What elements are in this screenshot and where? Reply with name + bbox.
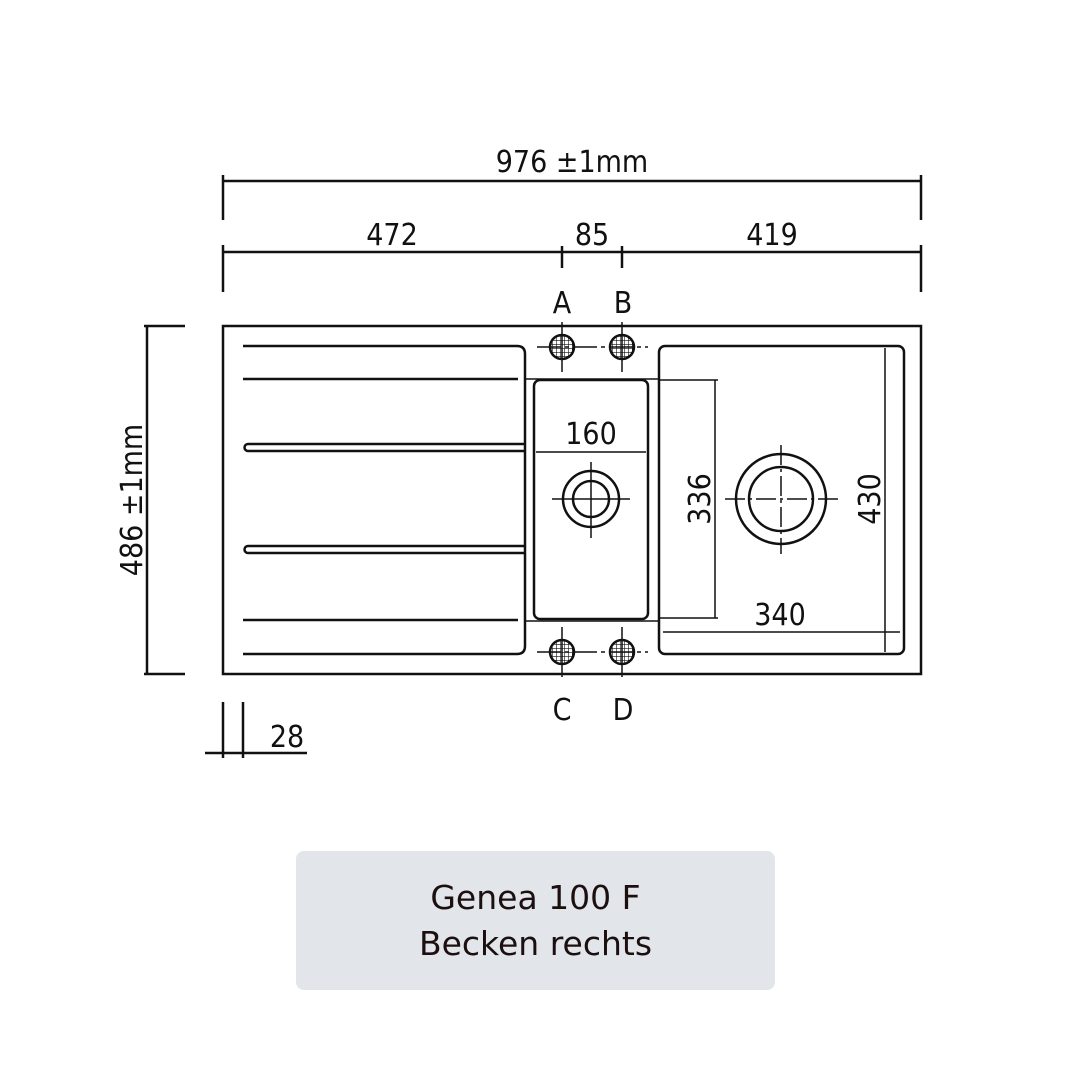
overall-depth-label: 486 ±1mm bbox=[115, 424, 150, 576]
bowl-depth-dimension bbox=[660, 379, 718, 619]
tap-hole-a-label: A bbox=[553, 286, 572, 321]
product-caption: Genea 100 F Becken rechts bbox=[296, 851, 775, 990]
segment-left-label: 472 bbox=[366, 218, 418, 253]
bowl-depth-label: 336 bbox=[683, 473, 718, 525]
main-bowl-depth-label: 430 bbox=[853, 473, 888, 525]
segment-middle-label: 85 bbox=[575, 218, 609, 253]
thickness-dimension bbox=[205, 702, 307, 758]
thickness-label: 28 bbox=[270, 720, 304, 755]
depth-dimension bbox=[144, 324, 185, 676]
main-bowl-width-label: 340 bbox=[754, 598, 806, 633]
product-name: Genea 100 F bbox=[430, 877, 641, 917]
small-bowl bbox=[526, 378, 660, 622]
tap-hole-d-label: D bbox=[613, 693, 634, 728]
product-variant: Becken rechts bbox=[418, 923, 653, 963]
segment-dimension bbox=[221, 245, 923, 292]
small-bowl-width-label: 160 bbox=[565, 417, 617, 452]
main-bowl bbox=[657, 344, 906, 656]
sink-outline bbox=[221, 324, 923, 676]
overall-width-label: 976 ±1mm bbox=[496, 145, 648, 180]
segment-right-label: 419 bbox=[746, 218, 798, 253]
tap-hole-b-label: B bbox=[614, 286, 633, 321]
overall-width-dimension bbox=[221, 175, 923, 220]
tap-hole-c-label: C bbox=[553, 693, 572, 728]
drainer-area bbox=[243, 344, 527, 656]
tap-holes bbox=[537, 322, 648, 677]
